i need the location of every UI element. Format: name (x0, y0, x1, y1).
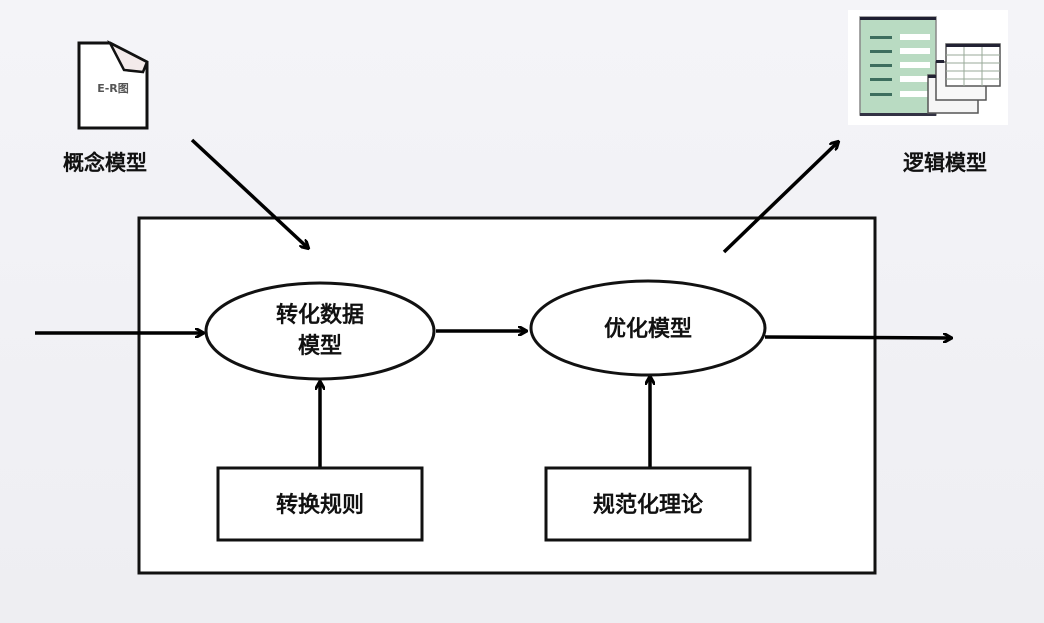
right-output-arrow (764, 337, 951, 338)
concept-model-label: 概念模型 (63, 151, 147, 175)
transform-node-line1: 转化数据 (276, 302, 364, 328)
transform-node-line2: 模型 (298, 334, 342, 359)
optimize-model-node (529, 279, 767, 377)
transform-data-model-node (204, 281, 436, 381)
transform-rules-box (216, 466, 424, 542)
logical-output-arrow (722, 142, 838, 254)
er-icon-text: E-R图 (97, 82, 129, 95)
er-document-icon: E-R图 (77, 40, 149, 130)
normalization-theory-label: 规范化理论 (593, 492, 704, 518)
logical-model-label: 逻辑模型 (903, 151, 987, 175)
normalization-theory-box (544, 466, 752, 542)
transform-rules-label: 转换规则 (276, 492, 364, 518)
concept-input-arrow (190, 138, 308, 248)
table-forms-icon (848, 10, 1008, 125)
optimize-node-label: 优化模型 (604, 316, 692, 342)
